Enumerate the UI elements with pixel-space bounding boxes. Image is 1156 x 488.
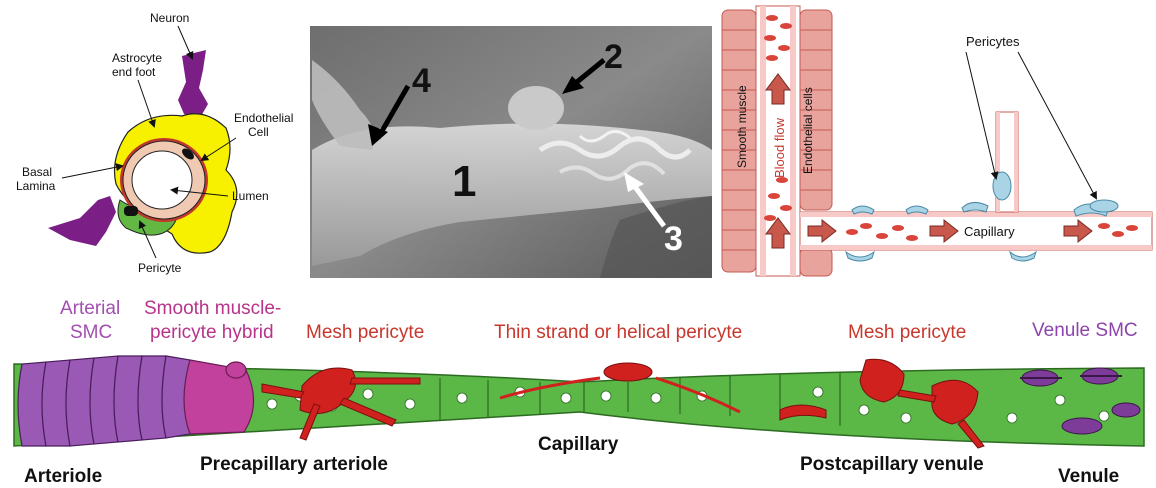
- pericyte-nucleus: [124, 206, 138, 216]
- label-capillary-c: Capillary: [964, 224, 1015, 239]
- panel-c-vessel-schematic: Smooth muscle Blood flow Endothelial cel…: [722, 6, 1152, 276]
- label-capillary-d: Capillary: [538, 434, 619, 455]
- label-arterial-smc-1: Arterial: [60, 298, 120, 319]
- label-postcapillary: Postcapillary venule: [800, 454, 984, 475]
- sem-pericyte-body: [508, 86, 564, 130]
- label-venule-smc: Venule SMC: [1032, 320, 1138, 341]
- label-blood-flow: Blood flow: [772, 117, 787, 178]
- sem-number-4: 4: [412, 62, 431, 100]
- label-endothelial-2: Cell: [248, 125, 269, 139]
- sem-number-3: 3: [664, 220, 683, 258]
- label-arteriole: Arteriole: [24, 466, 102, 487]
- panel-a-cross-section: Neuron Astrocyte end foot Endothelial Ce…: [16, 11, 293, 275]
- label-mesh-pericyte-left: Mesh pericyte: [306, 322, 424, 343]
- label-endothelial-cells: Endothelial cells: [801, 87, 815, 174]
- label-hybrid-2: pericyte hybrid: [150, 322, 274, 343]
- label-basal-2: Lamina: [16, 179, 56, 193]
- panel-b-sem-micrograph: 4 2 1 3: [310, 26, 712, 278]
- label-pericyte: Pericyte: [138, 261, 182, 275]
- sem-number-2: 2: [604, 38, 623, 76]
- label-lumen: Lumen: [232, 189, 269, 203]
- label-precapillary: Precapillary arteriole: [200, 454, 388, 475]
- arterial-smc-rings: [18, 356, 190, 446]
- label-hybrid-1: Smooth muscle-: [144, 298, 281, 319]
- label-mesh-pericyte-right: Mesh pericyte: [848, 322, 966, 343]
- label-venule: Venule: [1058, 466, 1119, 487]
- sem-number-1: 1: [452, 157, 476, 206]
- label-astrocyte-1: Astrocyte: [112, 51, 162, 65]
- label-thin-strand: Thin strand or helical pericyte: [494, 322, 742, 343]
- neuron-shape: [178, 50, 208, 118]
- label-pericytes: Pericytes: [966, 34, 1020, 49]
- label-smooth-muscle: Smooth muscle: [735, 85, 749, 168]
- label-astrocyte-2: end foot: [112, 65, 156, 79]
- label-neuron: Neuron: [150, 11, 189, 25]
- neuron-process: [48, 196, 116, 246]
- lumen: [132, 151, 192, 209]
- label-basal-1: Basal: [22, 165, 52, 179]
- label-endothelial-1: Endothelial: [234, 111, 293, 125]
- panel-d-vascular-tree: Arterial SMC Smooth muscle- pericyte hyb…: [14, 298, 1144, 487]
- label-arterial-smc-2: SMC: [70, 322, 112, 343]
